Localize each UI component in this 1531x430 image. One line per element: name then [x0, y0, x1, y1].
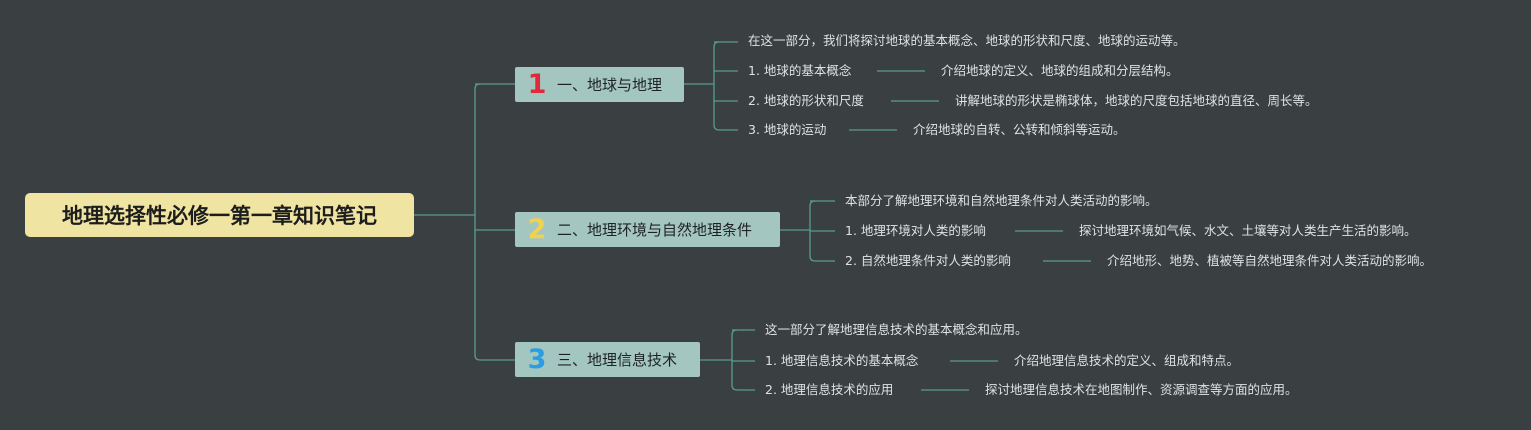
leaf-detail[interactable]: 讲解地球的形状是椭球体，地球的尺度包括地球的直径、周长等。: [955, 93, 1318, 108]
leaf-detail[interactable]: 探讨地理环境如气候、水文、土壤等对人类生产生活的影响。: [1079, 223, 1417, 238]
leaf-intro[interactable]: 在这一部分，我们将探讨地球的基本概念、地球的形状和尺度、地球的运动等。: [748, 33, 1186, 48]
leaf-intro[interactable]: 本部分了解地理环境和自然地理条件对人类活动的影响。: [845, 193, 1158, 208]
trunk-connector: [474, 83, 515, 361]
branch-node-2[interactable]: 2 二、地理环境与自然地理条件: [515, 212, 780, 247]
leaf-topic[interactable]: 1. 地球的基本概念: [748, 63, 852, 78]
root-node[interactable]: 地理选择性必修一第一章知识笔记: [25, 193, 414, 237]
branch-label: 三、地理信息技术: [557, 351, 678, 369]
leaf-detail[interactable]: 介绍地球的定义、地球的组成和分层结构。: [941, 63, 1179, 78]
branch-label: 二、地理环境与自然地理条件: [557, 221, 753, 239]
leaf-detail[interactable]: 探讨地理信息技术在地图制作、资源调查等方面的应用。: [985, 382, 1298, 397]
leaf-topic[interactable]: 1. 地理信息技术的基本概念: [765, 353, 919, 368]
leaf-detail[interactable]: 介绍地理信息技术的定义、组成和特点。: [1014, 353, 1240, 368]
number-three-icon: 3: [527, 344, 547, 375]
leaf-topic[interactable]: 3. 地球的运动: [748, 122, 827, 137]
root-title: 地理选择性必修一第一章知识笔记: [62, 204, 377, 228]
leaf-topic[interactable]: 2. 地理信息技术的应用: [765, 382, 894, 397]
leaf-topic[interactable]: 2. 自然地理条件对人类的影响: [845, 253, 1011, 268]
leaf-detail[interactable]: 介绍地球的自转、公转和倾斜等运动。: [913, 122, 1126, 137]
leaf-topic[interactable]: 2. 地球的形状和尺度: [748, 93, 864, 108]
leaf-topic[interactable]: 1. 地理环境对人类的影响: [845, 223, 986, 238]
branch-label: 一、地球与地理: [557, 76, 663, 94]
branch-node-1[interactable]: 1 一、地球与地理: [515, 67, 684, 102]
number-two-icon: 2: [527, 214, 547, 245]
b3-bracket: [731, 329, 755, 391]
leaf-detail[interactable]: 介绍地形、地势、植被等自然地理条件对人类活动的影响。: [1107, 253, 1433, 268]
b1-bracket: [713, 41, 738, 131]
branch-node-3[interactable]: 3 三、地理信息技术: [515, 342, 700, 377]
leaf-intro[interactable]: 这一部分了解地理信息技术的基本概念和应用。: [765, 322, 1028, 337]
number-one-icon: 1: [527, 69, 547, 100]
